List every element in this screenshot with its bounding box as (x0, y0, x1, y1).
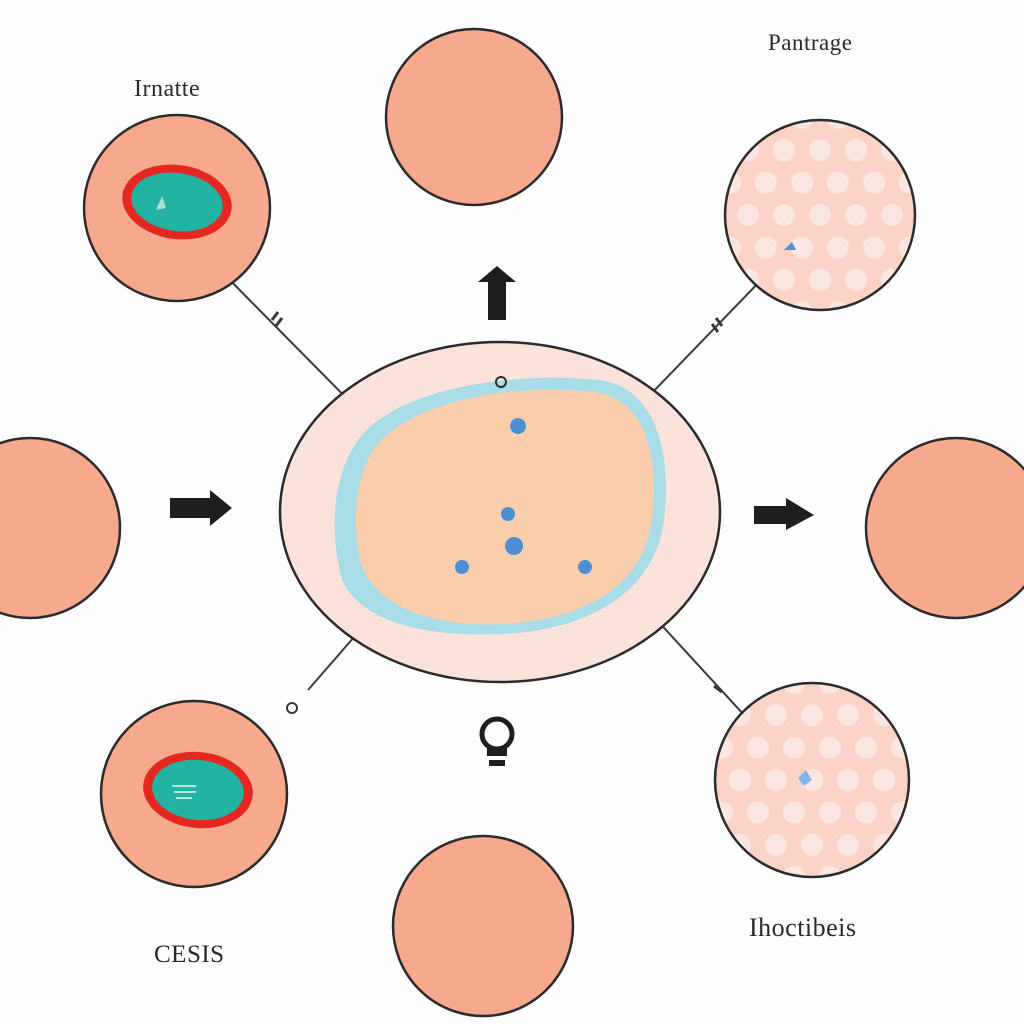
granule-dot (891, 736, 909, 759)
granule-dot (783, 866, 805, 877)
granule-dot (845, 204, 867, 226)
cell-top (384, 27, 564, 207)
cell-top-right (723, 118, 917, 312)
granule-dot (801, 833, 823, 856)
cell-bottom-right (713, 681, 911, 879)
lightbulb-icon (479, 716, 515, 766)
granule-dot (715, 736, 733, 759)
label-top-right: Pantrage (768, 30, 853, 55)
granule-dot (729, 769, 751, 791)
granule-dot (881, 204, 903, 226)
central-cell (278, 340, 722, 684)
granule-dot (819, 683, 841, 694)
granule-dot (737, 139, 759, 162)
granule-dot (791, 301, 813, 310)
cell-bottom-left (99, 699, 289, 889)
cell-right (864, 436, 1024, 620)
granule-dot (773, 139, 795, 162)
granule-dot (773, 268, 795, 291)
granule-dot (845, 139, 867, 162)
granule-dot (837, 833, 859, 856)
organelle (152, 759, 244, 821)
granule-dot (819, 866, 841, 877)
granule-dot (809, 204, 831, 226)
granule-dot (809, 268, 831, 291)
connector-ticks (270, 311, 724, 714)
label-bottom-left: CESIS (154, 941, 225, 968)
granule-dot (837, 704, 859, 727)
granule-dot (891, 801, 909, 824)
label-top-left: Irnatte (134, 76, 201, 102)
granule-dot (855, 736, 877, 759)
granule-dot (791, 236, 813, 259)
arrow-up-icon (478, 266, 516, 320)
granule-dot (783, 801, 805, 824)
granule-dot (755, 236, 777, 259)
granule-dot (881, 139, 903, 162)
nucleus-dots (455, 418, 592, 574)
granule-dot (783, 736, 805, 759)
granule-dot (819, 736, 841, 759)
connector-bottom-left (307, 635, 356, 691)
granule-dot (765, 704, 787, 727)
granule-dot (715, 801, 733, 824)
granule-dot (881, 268, 903, 291)
cell-bottom (391, 834, 575, 1018)
granule-dot (809, 139, 831, 162)
granule-dot (827, 120, 849, 129)
granule-dot (765, 833, 787, 856)
granule-dot (765, 769, 787, 791)
granule-dot (801, 704, 823, 727)
central-cytoplasm (355, 389, 655, 625)
granule-dot (855, 801, 877, 824)
granule-dot (837, 769, 859, 791)
arrow-right-icon (754, 498, 814, 530)
label-bottom-right: Ihoctibeis (749, 913, 857, 942)
cell-top-left (82, 113, 272, 303)
granule-dot (819, 801, 841, 824)
pore-marker (495, 376, 507, 388)
granule-dot (791, 171, 813, 194)
arrow-right-icon (170, 490, 232, 526)
granule-dot (773, 204, 795, 226)
granule-dot (791, 120, 813, 129)
granule-dot (827, 171, 849, 194)
granule-dot (827, 301, 849, 310)
granule-dot (863, 236, 885, 259)
granule-dot (737, 268, 759, 291)
granule-dots (725, 120, 915, 310)
granule-dot (755, 171, 777, 194)
granule-dot (863, 171, 885, 194)
granule-dot (827, 236, 849, 259)
cell-left (0, 436, 122, 620)
granule-dot (737, 204, 759, 226)
granule-dot (747, 736, 769, 759)
granule-dot (747, 801, 769, 824)
granule-dot (783, 683, 805, 694)
granule-dot (845, 268, 867, 291)
granule-dot (873, 769, 895, 791)
organelle (131, 172, 223, 232)
